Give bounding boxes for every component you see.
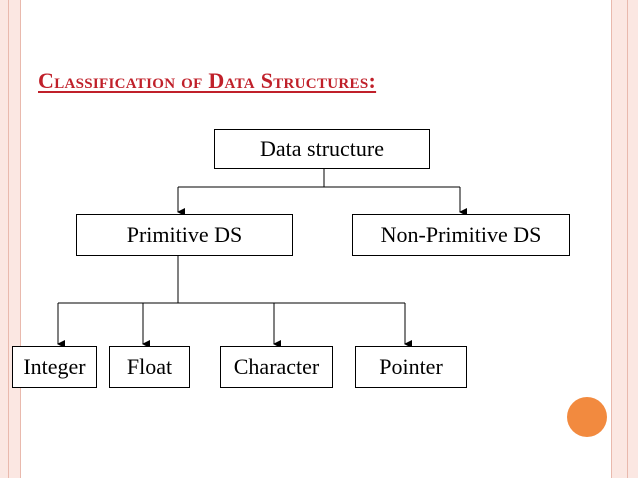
right-frame-line: [627, 0, 628, 478]
node-character: Character: [220, 346, 333, 388]
node-data-structure: Data structure: [214, 129, 430, 169]
node-float: Float: [109, 346, 190, 388]
slide-title: Classification of Data Structures:: [38, 68, 377, 93]
left-frame-line: [8, 0, 9, 478]
node-integer: Integer: [12, 346, 97, 388]
right-frame-border: [611, 0, 638, 478]
node-pointer: Pointer: [355, 346, 467, 388]
node-non-primitive-ds: Non-Primitive DS: [352, 214, 570, 256]
decorative-orange-circle: [567, 397, 607, 437]
node-primitive-ds: Primitive DS: [76, 214, 293, 256]
